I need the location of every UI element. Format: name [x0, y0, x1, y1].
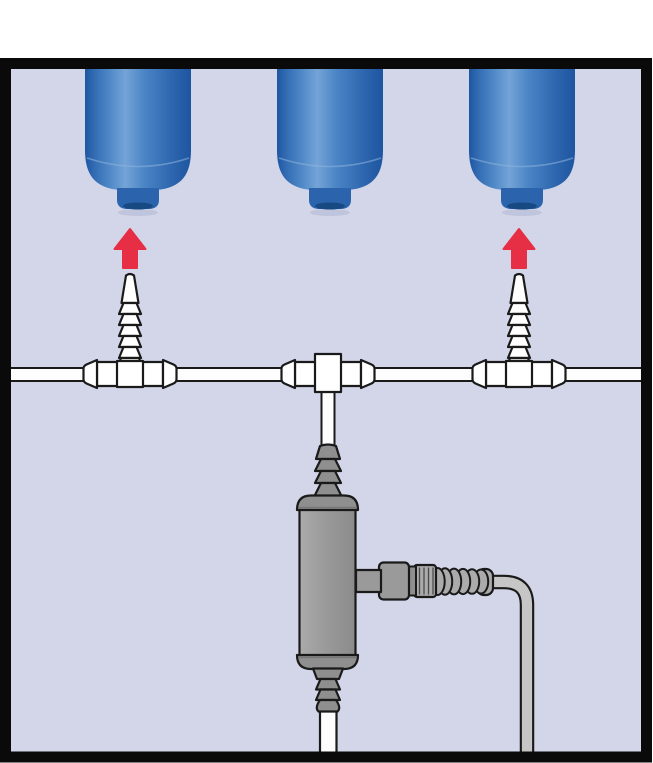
drain-tube: [318, 706, 338, 756]
barb-flare: [315, 698, 341, 713]
outlet-tube: [487, 576, 533, 754]
tee-collar: [115, 359, 145, 389]
diagram-frame: [0, 58, 652, 763]
inlet-barb: [312, 443, 344, 499]
device-body: [298, 505, 357, 659]
tee-collar-stub: [313, 352, 343, 394]
corrugated-hose: [429, 567, 490, 596]
outlet-assembly: [354, 561, 535, 754]
outlet-port: [354, 568, 383, 594]
tee-fitting-right: [471, 358, 567, 390]
knurled-nut: [412, 563, 438, 599]
barb-collar: [311, 667, 345, 681]
barb-rib: [313, 469, 343, 485]
bottom-barb: [311, 667, 345, 713]
device-top-cap: [295, 494, 360, 512]
device-bottom-cap: [295, 653, 360, 671]
drop-tube: [320, 387, 336, 453]
tee-fitting-left: [82, 358, 178, 390]
tee-fitting-center: [280, 352, 376, 394]
barb-rib: [314, 677, 342, 691]
barb-collar: [314, 443, 342, 461]
barb-rib: [314, 688, 342, 702]
barb-rib: [313, 457, 343, 473]
compression-nut: [377, 561, 411, 601]
tee-collar: [504, 359, 534, 389]
inline-device: [295, 443, 535, 756]
